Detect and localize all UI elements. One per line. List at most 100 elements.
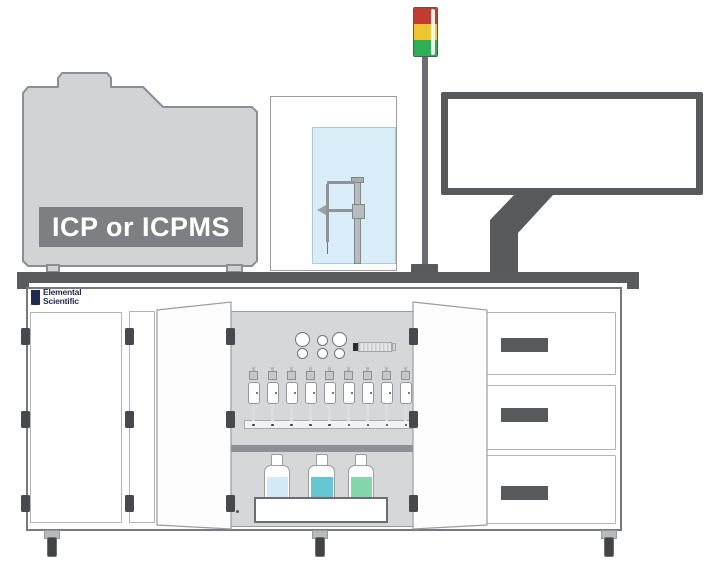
syringe-body-9 <box>399 382 412 404</box>
hinge-col1-1 <box>21 328 30 345</box>
icp-label-band: ICP or ICPMS <box>39 207 243 247</box>
bottle-3-liquid <box>350 477 372 503</box>
bay-divider-shelf <box>229 445 416 452</box>
syringe-plunger-rod-2 <box>271 404 275 421</box>
bench-top <box>17 272 639 283</box>
autosampler-post-cap <box>351 177 364 183</box>
syringe-port-dot <box>407 392 410 394</box>
syringe-stem-6 <box>347 367 351 372</box>
autosampler-probe <box>326 242 328 254</box>
syringe-cap-4 <box>306 371 316 380</box>
manifold-port-7 <box>366 423 370 426</box>
corrugated-tube <box>358 342 392 352</box>
drawer-handle-1 <box>501 338 548 352</box>
valve-knob-5 <box>316 347 328 359</box>
syringe-port-dot <box>293 392 296 394</box>
monitor-arm <box>490 195 553 273</box>
brand-logo-text: Elemental Scientific <box>43 287 82 306</box>
syringe-plunger-rod-1 <box>252 404 255 421</box>
valve-knob-6 <box>333 347 345 359</box>
autosampler-probe-holder <box>321 209 353 212</box>
hinge-col2-3 <box>125 495 134 512</box>
valve-knob-1 <box>295 332 310 347</box>
manifold-port-4 <box>309 423 312 426</box>
syringe-cap-8 <box>382 371 392 380</box>
status-stack-light <box>413 7 438 57</box>
syringe-body-5 <box>323 382 336 404</box>
hinge-col3-2 <box>226 411 235 428</box>
syringe-plunger-rod-9 <box>404 404 408 421</box>
hinge-col4-2 <box>408 411 418 428</box>
syringe-body-1 <box>247 382 260 404</box>
valve-knob-2 <box>332 332 347 347</box>
bottle-2-liquid <box>310 477 333 503</box>
manifold-port-6 <box>347 423 350 426</box>
corrugated-tube-end <box>392 343 396 351</box>
syringe-stem-1 <box>252 367 255 372</box>
syringe-stem-4 <box>309 367 313 372</box>
drip-tray <box>254 497 388 523</box>
manifold-port-1 <box>252 423 255 426</box>
drawer-handle-3 <box>501 486 548 500</box>
valve-knob-3 <box>316 335 328 346</box>
syringe-port-dot <box>312 392 315 394</box>
syringe-stem-3 <box>290 367 294 372</box>
autosampler-probe-tip-icon <box>317 205 326 215</box>
corrugated-tube-cap <box>353 343 358 351</box>
syringe-cap-9 <box>401 371 411 380</box>
syringe-stem-2 <box>271 367 275 372</box>
hinge-col4-1 <box>408 328 418 345</box>
syringe-body-2 <box>266 382 279 404</box>
syringe-plunger-rod-7 <box>366 404 370 421</box>
hinge-col1-3 <box>21 495 30 512</box>
syringe-stem-7 <box>366 367 370 372</box>
caster-wheel-2 <box>315 537 325 557</box>
stack-light-highlight <box>431 9 435 55</box>
hinge-col3-3 <box>226 495 235 512</box>
syringe-port-dot <box>369 392 372 394</box>
autosampler-z-drive-block <box>352 204 365 219</box>
manifold-port-8 <box>385 423 389 426</box>
syringe-body-7 <box>361 382 374 404</box>
manifold-port-9 <box>404 423 408 426</box>
hinge-col1-2 <box>21 411 30 428</box>
hinge-col2-2 <box>125 411 134 428</box>
syringe-port-dot <box>274 392 277 394</box>
syringe-cap-1 <box>249 371 258 380</box>
syringe-port-dot <box>255 392 258 394</box>
hinge-col3-1 <box>226 328 235 345</box>
manifold-port-3 <box>290 423 293 426</box>
cabinet-door-right-open <box>412 301 488 530</box>
syringe-body-4 <box>304 382 317 404</box>
syringe-body-3 <box>285 382 298 404</box>
syringe-cap-6 <box>344 371 354 380</box>
syringe-cap-7 <box>363 371 373 380</box>
syringe-plunger-rod-5 <box>328 404 332 421</box>
autosampler-top-arm <box>327 181 355 184</box>
caster-wheel-3 <box>604 537 614 557</box>
syringe-body-6 <box>342 382 355 404</box>
syringe-plunger-rod-6 <box>347 404 351 421</box>
syringe-port-dot <box>388 392 391 394</box>
syringe-cap-3 <box>287 371 297 380</box>
drawer-handle-2 <box>501 408 548 422</box>
panel-screw <box>236 510 239 513</box>
hinge-col2-1 <box>125 328 134 345</box>
brand-line1: Elemental <box>43 287 82 297</box>
syringe-plunger-rod-4 <box>309 404 313 421</box>
icp-label: ICP or ICPMS <box>51 211 231 242</box>
syringe-body-8 <box>380 382 393 404</box>
autosampler-sample-rod <box>326 184 329 242</box>
cabinet-door-left-closed <box>30 312 122 523</box>
stack-light-pole <box>422 55 428 272</box>
hinge-col4-3 <box>408 495 418 512</box>
bench-lip-right <box>627 282 639 289</box>
syringe-port-dot <box>331 392 334 394</box>
syringe-plunger-rod-8 <box>385 404 389 421</box>
cabinet-door-left-open <box>156 301 232 530</box>
syringe-cap-5 <box>325 371 335 380</box>
syringe-port-dot <box>350 392 353 394</box>
